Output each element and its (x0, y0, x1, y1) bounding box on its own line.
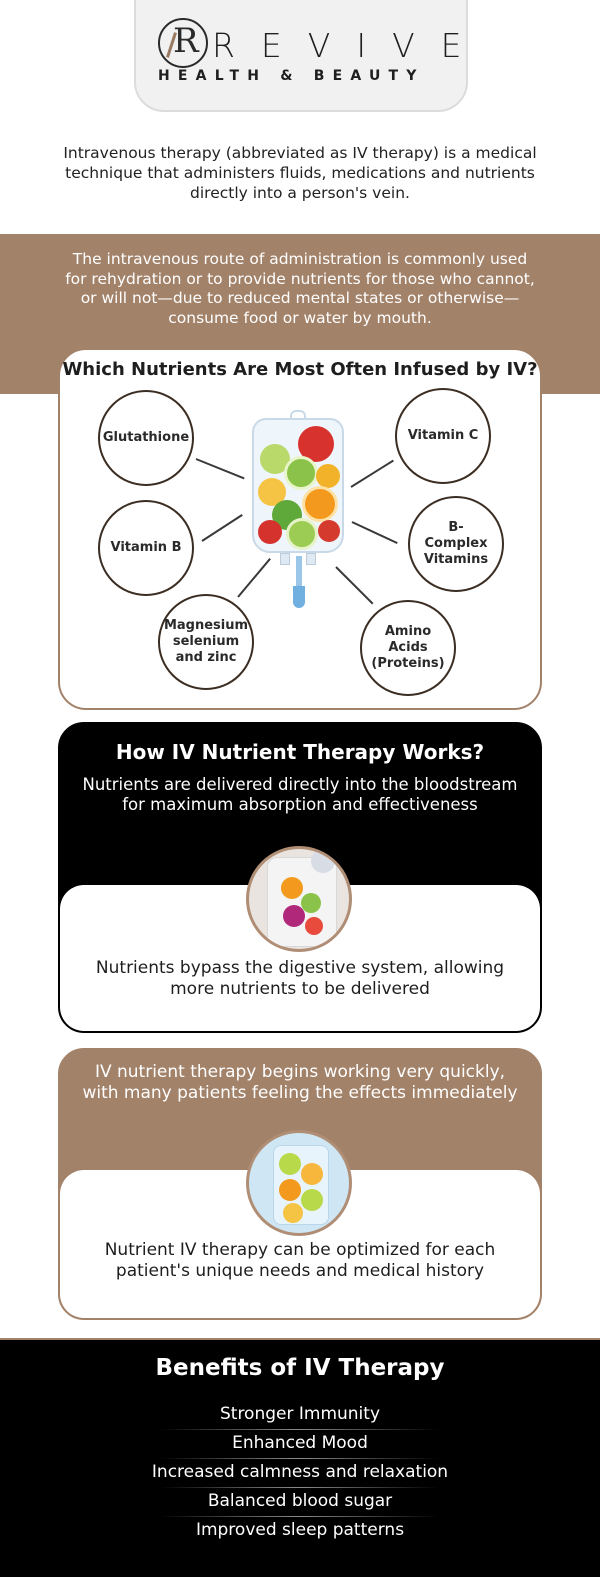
benefit-item: Increased calmness and relaxation (151, 1462, 449, 1482)
route-text: The intravenous route of administration … (65, 250, 535, 327)
benefits-title: Benefits of IV Therapy (155, 1355, 445, 1381)
logo-monogram-icon: R (158, 18, 208, 68)
benefit-separator (160, 1487, 440, 1488)
nutrients-title: Which Nutrients Are Most Often Infused b… (62, 359, 538, 380)
benefit-separator (160, 1458, 440, 1459)
iv-tube-icon (296, 556, 302, 592)
nutrient-glutathione: Glutathione (98, 390, 194, 486)
how-it-works-subtitle: Nutrients are delivered directly into th… (82, 775, 518, 814)
benefit-separator (160, 1516, 440, 1517)
nutrient-amino-acids: Amino Acids (Proteins) (360, 600, 456, 696)
iv-drip-icon (293, 586, 305, 608)
nutrient-vitamin-b: Vitamin B (98, 500, 194, 596)
iv-port-icon (280, 553, 290, 565)
nutrient-magnesium: Magnesium selenium and zinc (158, 594, 254, 690)
nutrient-vitamin-c: Vitamin C (395, 388, 491, 484)
benefit-item: Stronger Immunity (219, 1404, 381, 1424)
iv-bag-fruit-icon (252, 418, 344, 553)
intro-text: Intravenous therapy (abbreviated as IV t… (63, 144, 537, 202)
benefit-item: Improved sleep patterns (195, 1520, 405, 1540)
benefit-item: Balanced blood sugar (207, 1491, 393, 1511)
brand-tagline: HEALTH & BEAUTY (158, 68, 425, 84)
how-it-works-title: How IV Nutrient Therapy Works? (115, 740, 485, 764)
brand-name: REVIVE (212, 26, 488, 65)
how-it-works-bottom-text: Nutrients bypass the digestive system, a… (95, 958, 505, 999)
iv-bag-hook-icon (290, 410, 306, 422)
nutrient-b-complex: B-Complex Vitamins (408, 496, 504, 592)
quick-effect-bottom-text: Nutrient IV therapy can be optimized for… (104, 1240, 496, 1281)
iv-bag-photo (246, 846, 352, 952)
benefit-separator (160, 1429, 440, 1430)
benefit-item: Enhanced Mood (232, 1433, 368, 1453)
fruit-water-photo (246, 1130, 352, 1236)
quick-effect-text: IV nutrient therapy begins working very … (82, 1062, 518, 1103)
iv-port-icon (306, 553, 316, 565)
benefits-divider (0, 1338, 600, 1340)
